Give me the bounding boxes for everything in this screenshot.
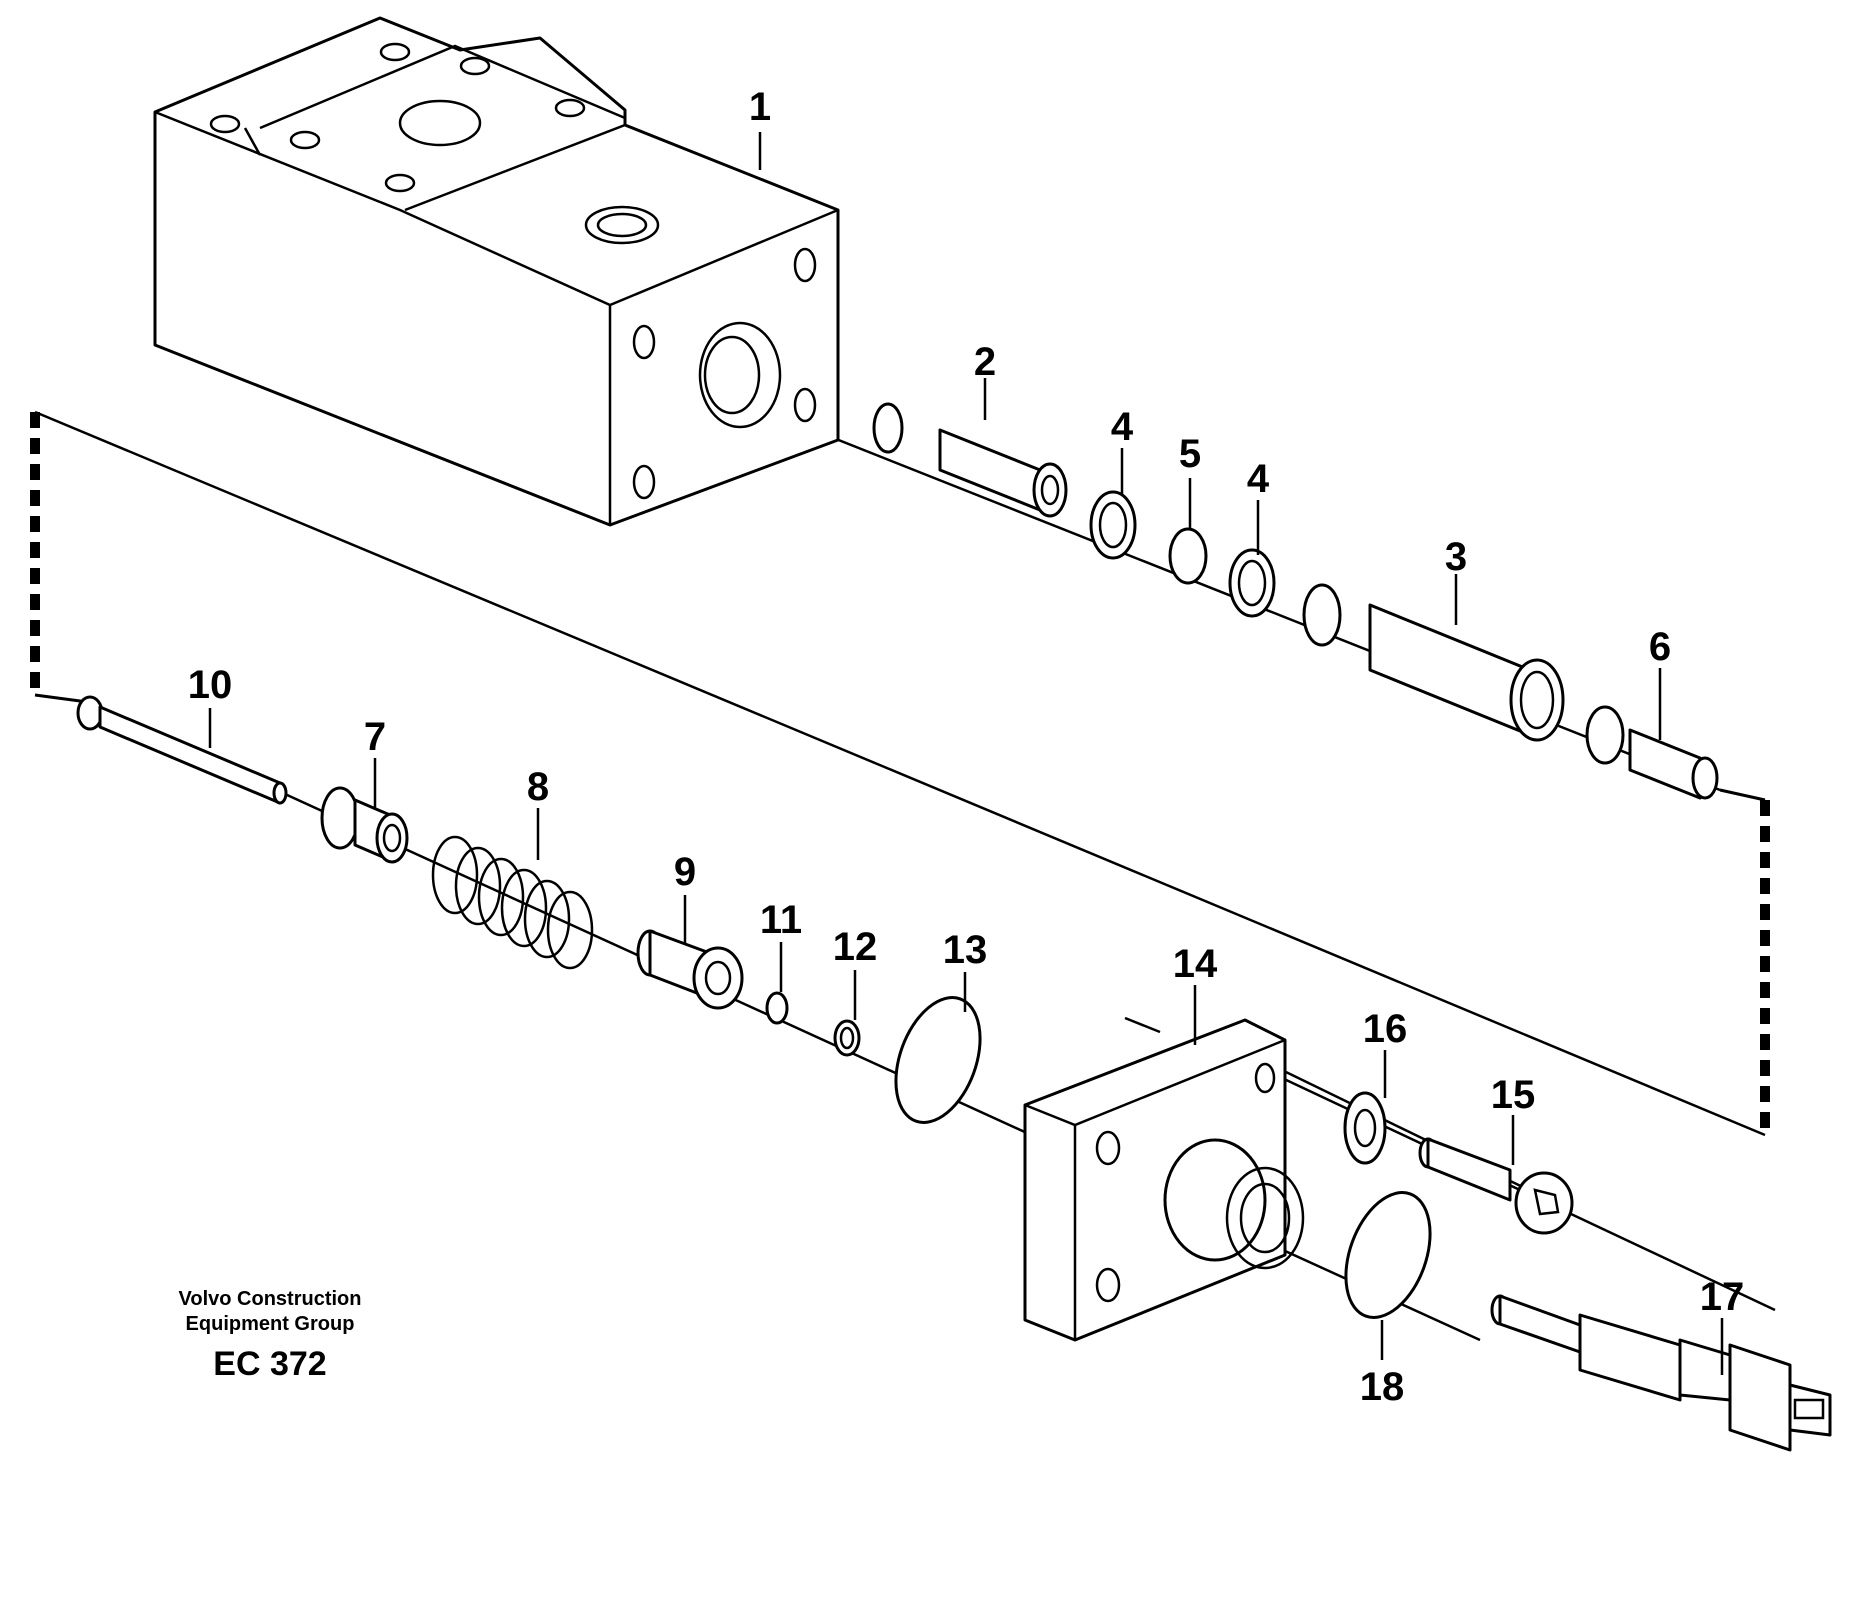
- callout-2: 2: [974, 340, 996, 384]
- sensor-part-17: [1490, 1294, 1832, 1452]
- dashed-bracket-right: [1719, 788, 1770, 1135]
- dashed-bracket-left: [30, 412, 96, 705]
- plug-part-6: [1585, 705, 1719, 800]
- callout-9: 9: [674, 850, 696, 894]
- callout-labels: 1 2 3 4 5 4 6 7 8 9 10 11 12 13 14 15 16…: [188, 85, 1745, 1409]
- o-ring-part-18: [1344, 1191, 1432, 1319]
- washer-part-4b: [1228, 548, 1276, 618]
- assembly-axis-lines: [34, 383, 1776, 1342]
- callout-10: 10: [188, 663, 233, 707]
- callout-7: 7: [364, 715, 386, 759]
- callout-18: 18: [1360, 1365, 1405, 1409]
- callout-13: 13: [943, 928, 988, 972]
- callout-4a: 4: [1111, 405, 1134, 449]
- callout-5: 5: [1179, 432, 1201, 476]
- callout-14: 14: [1173, 942, 1218, 986]
- o-ring-part-5: [1168, 527, 1208, 585]
- callout-15: 15: [1491, 1073, 1536, 1117]
- callout-16: 16: [1363, 1007, 1408, 1051]
- seat-part-9: [636, 929, 744, 1010]
- spring-part-8: [431, 835, 594, 970]
- caption-company-line2: Equipment Group: [185, 1313, 355, 1335]
- callout-11: 11: [760, 898, 802, 942]
- o-ring-part-12: [833, 1019, 861, 1057]
- callout-8: 8: [527, 765, 549, 809]
- caption-company-line1: Volvo Construction: [178, 1288, 362, 1310]
- valve-body-part-1: [153, 16, 840, 527]
- callout-3: 3: [1445, 535, 1467, 579]
- sleeve-part-3: [1302, 583, 1565, 742]
- washer-part-16: [1343, 1091, 1387, 1165]
- callout-6: 6: [1649, 625, 1671, 669]
- bolt-part-15: [1418, 1137, 1574, 1235]
- caption-diagram-code: EC 372: [213, 1345, 327, 1383]
- callout-1: 1: [749, 85, 771, 129]
- bushing-part-7: [320, 786, 409, 864]
- o-ring-part-13: [894, 996, 982, 1124]
- o-ring-part-11: [765, 991, 789, 1025]
- pin-part-10: [76, 695, 288, 805]
- cover-part-14: [1023, 1016, 1305, 1342]
- callout-17: 17: [1700, 1275, 1745, 1319]
- washer-part-4a: [1089, 490, 1137, 560]
- leader-lines: [208, 132, 1724, 1375]
- callout-12: 12: [833, 925, 878, 969]
- callout-4b: 4: [1247, 457, 1270, 501]
- spool-part-2: [872, 402, 1068, 518]
